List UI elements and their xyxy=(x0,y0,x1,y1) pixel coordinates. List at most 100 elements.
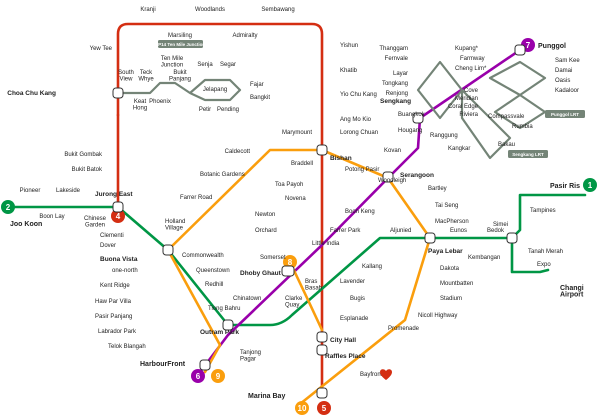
interchange-city-hall[interactable] xyxy=(316,331,328,343)
station-labrador-park[interactable]: Labrador Park xyxy=(98,329,137,335)
station-hougang[interactable]: Hougang xyxy=(398,128,422,134)
station-potong-pasir[interactable]: Potong Pasir xyxy=(345,167,379,173)
station-kranji[interactable]: Kranji xyxy=(140,7,155,13)
station-bedok[interactable]: Bedok xyxy=(487,228,505,234)
station-promenade[interactable]: Promenade xyxy=(388,326,420,332)
station-layar[interactable]: Layar xyxy=(393,71,408,77)
station-riviera[interactable]: Riviera xyxy=(459,112,478,118)
station-bayfront[interactable]: Bayfront xyxy=(360,372,383,378)
interchange-buona-vista[interactable] xyxy=(162,244,174,256)
interchange-paya-lebar[interactable] xyxy=(424,232,436,244)
station-joo-koon[interactable]: Joo Koon xyxy=(10,221,42,228)
station-marsiling[interactable]: Marsiling xyxy=(168,33,192,39)
station-toa-payoh[interactable]: Toa Payoh xyxy=(275,182,303,188)
station-yishun[interactable]: Yishun xyxy=(340,43,358,49)
station-kembangan[interactable]: Kembangan xyxy=(468,255,500,261)
station-kent-ridge[interactable]: Kent Ridge xyxy=(100,283,130,289)
station-eunos[interactable]: Eunos xyxy=(450,228,467,234)
interchange-serangoon[interactable] xyxy=(382,171,394,183)
station-stadium[interactable]: Stadium xyxy=(440,296,462,302)
station-lakeside[interactable]: Lakeside xyxy=(56,188,81,194)
interchange-jurong-east[interactable] xyxy=(112,201,124,213)
station-clementi[interactable]: Clementi xyxy=(100,233,124,239)
station-harbourfront[interactable]: HarbourFront xyxy=(140,361,186,368)
station-dakota[interactable]: Dakota xyxy=(440,266,460,272)
station-bangkit[interactable]: Bangkit xyxy=(250,95,270,101)
station-oasis[interactable]: Oasis xyxy=(555,78,570,84)
station-one-north[interactable]: one-north xyxy=(112,268,138,274)
station-senja[interactable]: Senja xyxy=(197,62,213,68)
station-city-hall[interactable]: City Hall xyxy=(330,337,356,344)
station-expo[interactable]: Expo xyxy=(537,262,551,268)
station-redhill[interactable]: Redhill xyxy=(205,282,223,288)
station-novena[interactable]: Novena xyxy=(285,196,306,202)
station-damai[interactable]: Damai xyxy=(555,68,572,74)
station-fajar[interactable]: Fajar xyxy=(250,82,264,88)
interchange-raffles-place[interactable] xyxy=(316,344,328,356)
station-yio-chu-kang[interactable]: Yio Chu Kang xyxy=(340,92,377,98)
station-raffles-place[interactable]: Raffles Place xyxy=(325,353,366,360)
station-bakau[interactable]: Bakau xyxy=(498,142,515,148)
station-kadaloor[interactable]: Kadaloor xyxy=(555,88,579,94)
station-bugis[interactable]: Bugis xyxy=(350,296,365,302)
station-bukit-gombak[interactable]: Bukit Gombak xyxy=(64,152,103,158)
station-kangkar[interactable]: Kangkar xyxy=(448,146,470,152)
station-khatib[interactable]: Khatib xyxy=(340,68,358,74)
station-caldecott[interactable]: Caldecott xyxy=(225,149,251,155)
station-fernvale[interactable]: Fernvale xyxy=(385,56,409,62)
station-petir[interactable]: Petir xyxy=(199,107,211,113)
station-lorong-chuan[interactable]: Lorong Chuan xyxy=(340,130,378,136)
station-jelapang[interactable]: Jelapang xyxy=(203,87,227,93)
station-coral-edge[interactable]: Coral Edge xyxy=(448,104,479,110)
station-tanah-merah[interactable]: Tanah Merah xyxy=(528,249,563,255)
interchange-punggol[interactable] xyxy=(514,44,526,56)
station-thanggam[interactable]: Thanggam xyxy=(379,46,408,52)
station-punggol[interactable]: Punggol xyxy=(538,43,566,50)
station-cove[interactable]: Cove xyxy=(464,88,479,94)
station-pasir-ris[interactable]: Pasir Ris xyxy=(550,183,580,190)
station-botanic-gardens[interactable]: Botanic Gardens xyxy=(200,172,245,178)
station-buona-vista[interactable]: Buona Vista xyxy=(100,256,138,263)
station-farmway[interactable]: Farmway xyxy=(460,56,485,62)
station-kallang[interactable]: Kallang xyxy=(362,264,382,270)
station-chinatown[interactable]: Chinatown xyxy=(233,296,261,302)
station-sengkang[interactable]: Sengkang xyxy=(380,98,411,105)
station-renjong[interactable]: Renjong xyxy=(386,91,408,97)
interchange-tanah-merah[interactable] xyxy=(506,232,518,244)
station-tampines[interactable]: Tampines xyxy=(530,208,556,214)
station-telok-blangah[interactable]: Telok Blangah xyxy=(108,344,146,350)
interchange-choa-chu-kang[interactable] xyxy=(112,87,124,99)
station-tiong-bahru[interactable]: Tiong Bahru xyxy=(208,306,240,312)
station-ranggung[interactable]: Ranggung xyxy=(430,133,458,139)
station-buangkok[interactable]: Buangkok xyxy=(398,112,426,118)
station-bishan[interactable]: Bishan xyxy=(330,155,352,162)
station-lavender[interactable]: Lavender xyxy=(340,279,365,285)
station-pending[interactable]: Pending xyxy=(217,107,239,113)
station-paya-lebar[interactable]: Paya Lebar xyxy=(428,248,463,255)
station-segar[interactable]: Segar xyxy=(220,62,236,68)
station-haw-par-villa[interactable]: Haw Par Villa xyxy=(95,299,132,305)
station-macpherson[interactable]: MacPherson xyxy=(435,219,469,225)
station-esplanade[interactable]: Esplanade xyxy=(340,316,369,322)
station-tongkang[interactable]: Tongkang xyxy=(382,81,408,87)
station-orchard[interactable]: Orchard xyxy=(255,228,277,234)
station-farrer-park[interactable]: Farrer Park xyxy=(330,228,361,234)
station-kupang[interactable]: Kupang* xyxy=(455,46,479,52)
interchange-marina-bay[interactable] xyxy=(316,387,328,399)
station-cheng-lim[interactable]: Cheng Lim* xyxy=(455,66,487,72)
station-phoenix[interactable]: Phoenix xyxy=(149,99,171,105)
station-rumbia[interactable]: Rumbia xyxy=(512,124,533,130)
station-dhoby-ghaut[interactable]: Dhoby Ghaut xyxy=(240,270,282,277)
interchange-harbourfront[interactable] xyxy=(199,359,211,371)
station-compassvale[interactable]: Compassvale xyxy=(488,114,525,120)
station-serangoon[interactable]: Serangoon xyxy=(400,172,434,179)
station-marina-bay[interactable]: Marina Bay xyxy=(248,393,285,400)
station-sam-kee[interactable]: Sam Kee xyxy=(555,58,580,64)
station-queenstown[interactable]: Queenstown xyxy=(196,268,230,274)
